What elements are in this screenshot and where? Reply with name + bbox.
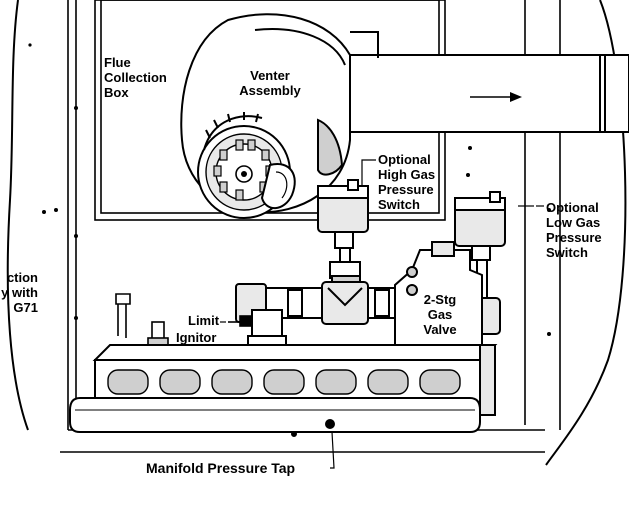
limit-label: Limit — [188, 313, 220, 328]
gas-valve — [394, 241, 483, 346]
flue-collection-box-label: Flue Collection Box — [104, 55, 167, 100]
left-partial-label: ction y with G71 — [1, 270, 38, 315]
high-gas-switch — [317, 179, 369, 291]
flow-arrow — [470, 92, 522, 102]
venter-motor — [197, 112, 296, 219]
panel-screws — [42, 86, 551, 336]
ignitor-label: Ignitor — [176, 330, 217, 345]
burner-manifold — [69, 344, 498, 437]
manifold-pressure-tap-label: Manifold Pressure Tap — [146, 460, 296, 476]
high-gas-switch-label: Optional High Gas Pressure Switch — [378, 152, 436, 212]
leader-lines — [220, 159, 544, 469]
venter-assembly-label: Venter Assembly — [239, 68, 301, 98]
flue-pipe — [339, 31, 629, 133]
low-gas-switch-label: Optional Low Gas Pressure Switch — [546, 200, 602, 260]
gas-valve-label: 2-Stg Gas Valve — [423, 292, 457, 337]
low-gas-switch — [454, 191, 506, 300]
